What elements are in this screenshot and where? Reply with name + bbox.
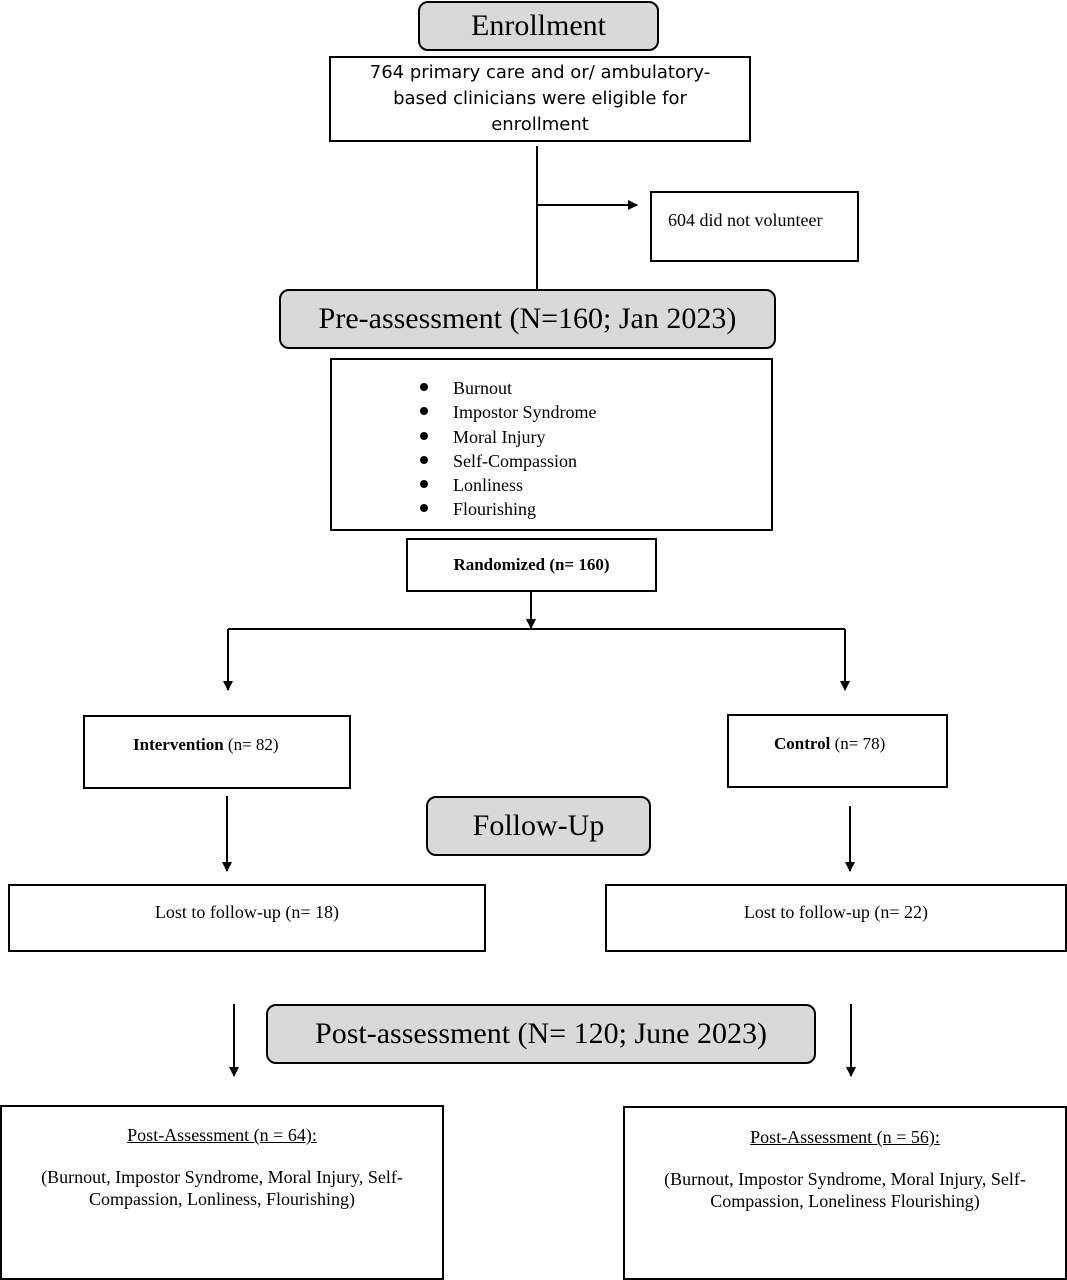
randomized-label: Randomized (n= 160): [453, 555, 610, 574]
enrollment-stage-label: Enrollment: [471, 9, 606, 42]
intervention-post-box: Post-Assessment (n = 64): (Burnout, Impo…: [0, 1105, 444, 1280]
measure-item: Impostor Syndrome: [412, 400, 597, 424]
enrollment-stage-header: Enrollment: [418, 1, 659, 51]
intervention-post-title: Post-Assessment (n = 64):: [127, 1125, 317, 1145]
bullet-icon: [420, 407, 428, 416]
randomized-box: Randomized (n= 160): [406, 538, 657, 592]
bullet-icon: [420, 455, 428, 464]
measure-item: Burnout: [412, 376, 597, 400]
intervention-lost-box: Lost to follow-up (n= 18): [8, 884, 486, 952]
control-arm-count: (n= 78): [830, 734, 886, 753]
bullet-icon: [420, 480, 428, 489]
measures-list: Burnout Impostor Syndrome Moral Injury S…: [412, 376, 597, 522]
follow-up-stage-label: Follow-Up: [472, 809, 605, 842]
control-arm-name: Control: [774, 734, 831, 753]
post-assessment-stage-label: Post-assessment (N= 120; June 2023): [315, 1017, 767, 1050]
follow-up-stage-header: Follow-Up: [426, 796, 651, 856]
bullet-icon: [420, 383, 428, 391]
pre-assessment-stage-header: Pre-assessment (N=160; Jan 2023): [279, 289, 776, 349]
intervention-arm-box: Intervention (n= 82): [83, 715, 351, 789]
control-post-box: Post-Assessment (n = 56): (Burnout, Impo…: [623, 1106, 1067, 1280]
control-lost-box: Lost to follow-up (n= 22): [605, 884, 1067, 952]
eligible-text: 764 primary care and or/ ambulatory-base…: [369, 62, 711, 135]
post-assessment-stage-header: Post-assessment (N= 120; June 2023): [266, 1004, 816, 1064]
control-lost-text: Lost to follow-up (n= 22): [743, 901, 929, 922]
excluded-box: 604 did not volunteer: [650, 191, 859, 262]
bullet-icon: [420, 504, 428, 513]
intervention-arm-name: Intervention: [133, 735, 224, 754]
measure-item: Self-Compassion: [412, 449, 597, 473]
measure-item: Moral Injury: [412, 425, 597, 449]
measure-item: Lonliness: [412, 473, 597, 497]
pre-assessment-stage-label: Pre-assessment (N=160; Jan 2023): [318, 302, 737, 335]
intervention-post-measures: (Burnout, Impostor Syndrome, Moral Injur…: [41, 1167, 403, 1209]
pre-assessment-measures-box: Burnout Impostor Syndrome Moral Injury S…: [330, 358, 773, 531]
measure-item: Flourishing: [412, 497, 597, 521]
control-post-title: Post-Assessment (n = 56):: [750, 1127, 940, 1147]
intervention-arm-count: (n= 82): [223, 735, 279, 754]
bullet-icon: [420, 431, 428, 440]
control-arm-box: Control (n= 78): [727, 714, 948, 788]
eligible-box: 764 primary care and or/ ambulatory-base…: [329, 56, 751, 142]
control-post-measures: (Burnout, Impostor Syndrome, Moral Injur…: [664, 1169, 1026, 1211]
intervention-lost-text: Lost to follow-up (n= 18): [154, 901, 340, 922]
excluded-text: 604 did not volunteer: [668, 210, 823, 230]
